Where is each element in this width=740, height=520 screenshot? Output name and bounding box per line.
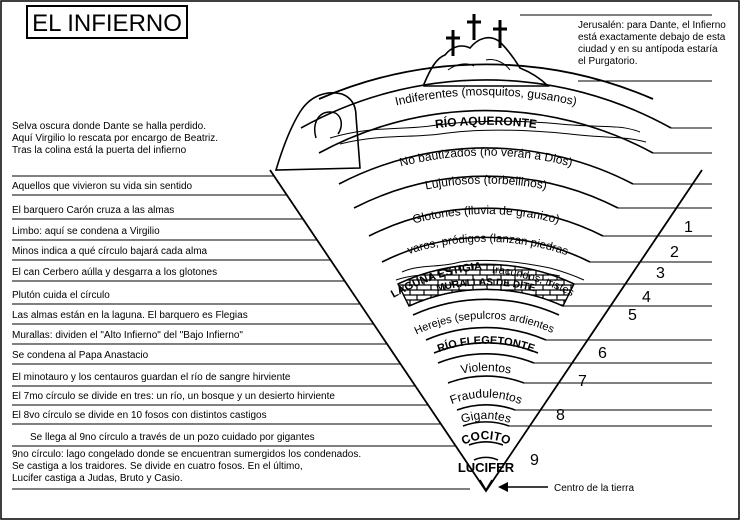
center-of-earth-label: Centro de la tierra — [554, 483, 634, 494]
left-note: Las almas están en la laguna. El barquer… — [12, 310, 248, 321]
forest-note-1: Selva oscura donde Dante se halla perdid… — [12, 121, 206, 132]
circle-number: 2 — [670, 244, 679, 261]
forest-note-2: Aquí Virgilio lo rescata por encargo de … — [12, 133, 218, 144]
band-violentos: Violentos — [460, 360, 513, 377]
svg-text:COCITO: COCITO — [459, 428, 513, 447]
circle-number: 4 — [642, 289, 651, 306]
band-no-bautizados: No bautizados (no verán a Dios) — [398, 145, 574, 170]
page-title: EL INFIERNO — [32, 10, 182, 37]
svg-text:Glotones (lluvia de granizo): Glotones (lluvia de granizo) — [411, 203, 561, 226]
forest-hill — [274, 92, 361, 171]
left-note: El can Cerbero aúlla y desgarra a los gl… — [12, 267, 217, 278]
svg-text:Fraudulentos: Fraudulentos — [448, 386, 524, 407]
circle-number: 7 — [578, 373, 587, 390]
left-note: El barquero Carón cruza a las almas — [12, 205, 174, 216]
svg-text:Violentos: Violentos — [460, 360, 513, 377]
jerusalem-note-1: Jerusalén: para Dante, el Infierno — [578, 20, 726, 31]
jerusalem-note-2: está exactamente debajo de esta — [578, 32, 726, 43]
band-rio-aqueronte: RÍO AQUERONTE — [434, 114, 538, 131]
cross-icon — [446, 30, 460, 56]
left-note: Plutón cuida el círculo — [12, 290, 110, 301]
circle-number: 6 — [598, 345, 607, 362]
jerusalem-hill — [423, 36, 550, 87]
svg-text:Indiferentes (mosquitos, gusan: Indiferentes (mosquitos, gusanos) — [394, 84, 579, 108]
band-glotones: Glotones (lluvia de granizo) — [411, 203, 561, 226]
left-note: El 8vo círculo se divide en 10 fosos con… — [12, 410, 267, 421]
jerusalem-note-4: el Purgatorio. — [578, 56, 637, 67]
band-gigantes: Gigantes — [459, 408, 513, 426]
band-cocito: COCITO — [459, 428, 513, 447]
ninth-note-3: Lucifer castiga a Judas, Bruto y Casio. — [12, 473, 183, 484]
circle-number: 8 — [556, 407, 565, 424]
circle-number: 3 — [656, 265, 665, 282]
right-leader-lines — [509, 127, 712, 427]
title-box — [26, 5, 188, 39]
circle-numbers: 1 2 3 4 5 6 7 8 9 — [530, 219, 693, 469]
cross-icon — [467, 14, 481, 40]
left-notes: Aquellos que vivieron su vida sin sentid… — [12, 175, 456, 447]
svg-text:RÍO FLEGETONTE: RÍO FLEGETONTE — [436, 335, 536, 355]
svg-text:No bautizados (no verán a Dios: No bautizados (no verán a Dios) — [398, 145, 574, 170]
arrow-left-icon — [498, 482, 548, 492]
band-rio-flegetonte: RÍO FLEGETONTE — [436, 335, 536, 355]
band-indiferentes: Indiferentes (mosquitos, gusanos) — [394, 84, 579, 108]
jerusalem-note-3: ciudad y en su antípoda estaría — [578, 44, 718, 55]
left-note: Murallas: dividen el "Alto Infierno" del… — [12, 330, 243, 341]
left-note: El minotauro y los centauros guardan el … — [12, 372, 291, 383]
left-note: El 7mo círculo se divide en tres: un río… — [12, 391, 335, 402]
circle-number: 9 — [530, 452, 539, 469]
svg-text:RÍO AQUERONTE: RÍO AQUERONTE — [434, 114, 538, 131]
circle-number: 5 — [628, 307, 637, 324]
band-lujuriosos: Lujuriosos (torbellinos) — [424, 173, 548, 193]
band-lucifer: LUCIFER — [458, 460, 515, 475]
ninth-note-2: Se castiga a los traidores. Se divide en… — [12, 461, 303, 472]
forest-note-3: Tras la colina está la puerta del infier… — [12, 145, 187, 156]
left-note: Se condena al Papa Anastacio — [12, 350, 149, 361]
svg-text:Lujuriosos (torbellinos): Lujuriosos (torbellinos) — [424, 173, 548, 193]
cross-icon — [493, 20, 507, 48]
lucifer-mark-icon — [479, 479, 493, 492]
band-fraudulentos: Fraudulentos — [448, 386, 524, 407]
circle-number: 1 — [684, 219, 693, 236]
left-note: Se llega al 9no círculo a través de un p… — [30, 432, 315, 443]
svg-text:Gigantes: Gigantes — [459, 408, 513, 426]
left-note: Minos indica a qué círculo bajará cada a… — [12, 246, 208, 257]
left-note: Aquellos que vivieron su vida sin sentid… — [12, 181, 193, 192]
ninth-note-1: 9no círculo: lago congelado donde se enc… — [12, 449, 361, 460]
left-note: Limbo: aquí se condena a Virgilio — [12, 226, 160, 237]
